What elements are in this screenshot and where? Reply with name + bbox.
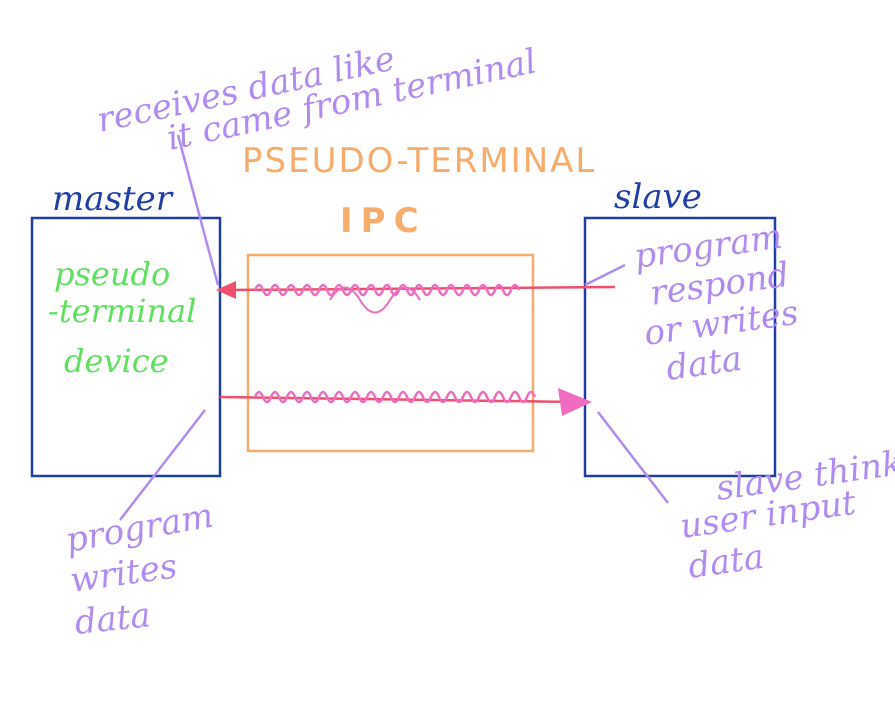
scribble-top — [253, 283, 521, 297]
ipc-label: IPC — [340, 201, 427, 241]
diagram-title: PSEUDO-TERMINAL — [242, 141, 596, 181]
master-label: master — [52, 179, 174, 219]
slave-box — [583, 216, 777, 478]
pointer-top-to-master — [176, 134, 220, 286]
scribble-bottom — [253, 390, 537, 404]
master-box — [30, 216, 222, 478]
pointer-master-bottom — [119, 409, 206, 521]
arrow-to-slave-head — [558, 388, 592, 416]
scribble-top-overlay — [329, 286, 421, 314]
device-line1: pseudo — [54, 255, 170, 293]
pointer-slave-bottom — [597, 411, 669, 504]
slave-label: slave — [614, 177, 702, 217]
pointer-slave-annotation — [584, 263, 626, 287]
master-bottom-line3: data — [73, 595, 153, 643]
ipc-box — [246, 253, 535, 453]
arrow-to-master-head — [216, 281, 236, 299]
device-line2: -terminal — [48, 292, 196, 330]
device-line3: device — [64, 342, 169, 380]
